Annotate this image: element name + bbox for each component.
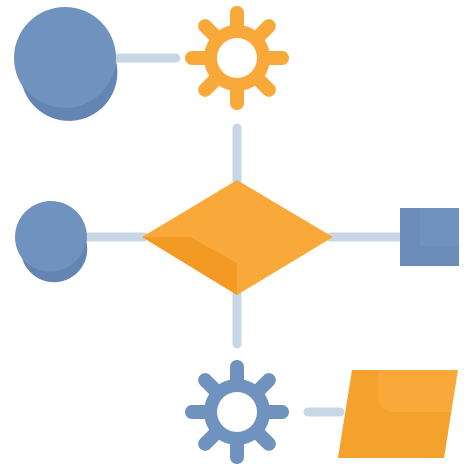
parallelogram-node bbox=[338, 370, 458, 458]
square-node bbox=[400, 208, 459, 266]
small-circle-node bbox=[15, 201, 88, 283]
decision-diamond bbox=[142, 180, 333, 295]
gear-hole bbox=[217, 392, 257, 432]
large-circle-node bbox=[14, 7, 118, 121]
blue-gear-icon bbox=[185, 360, 289, 464]
connector-lines bbox=[81, 53, 405, 417]
orange-gear-icon bbox=[185, 6, 289, 110]
gear-hole bbox=[217, 38, 257, 78]
